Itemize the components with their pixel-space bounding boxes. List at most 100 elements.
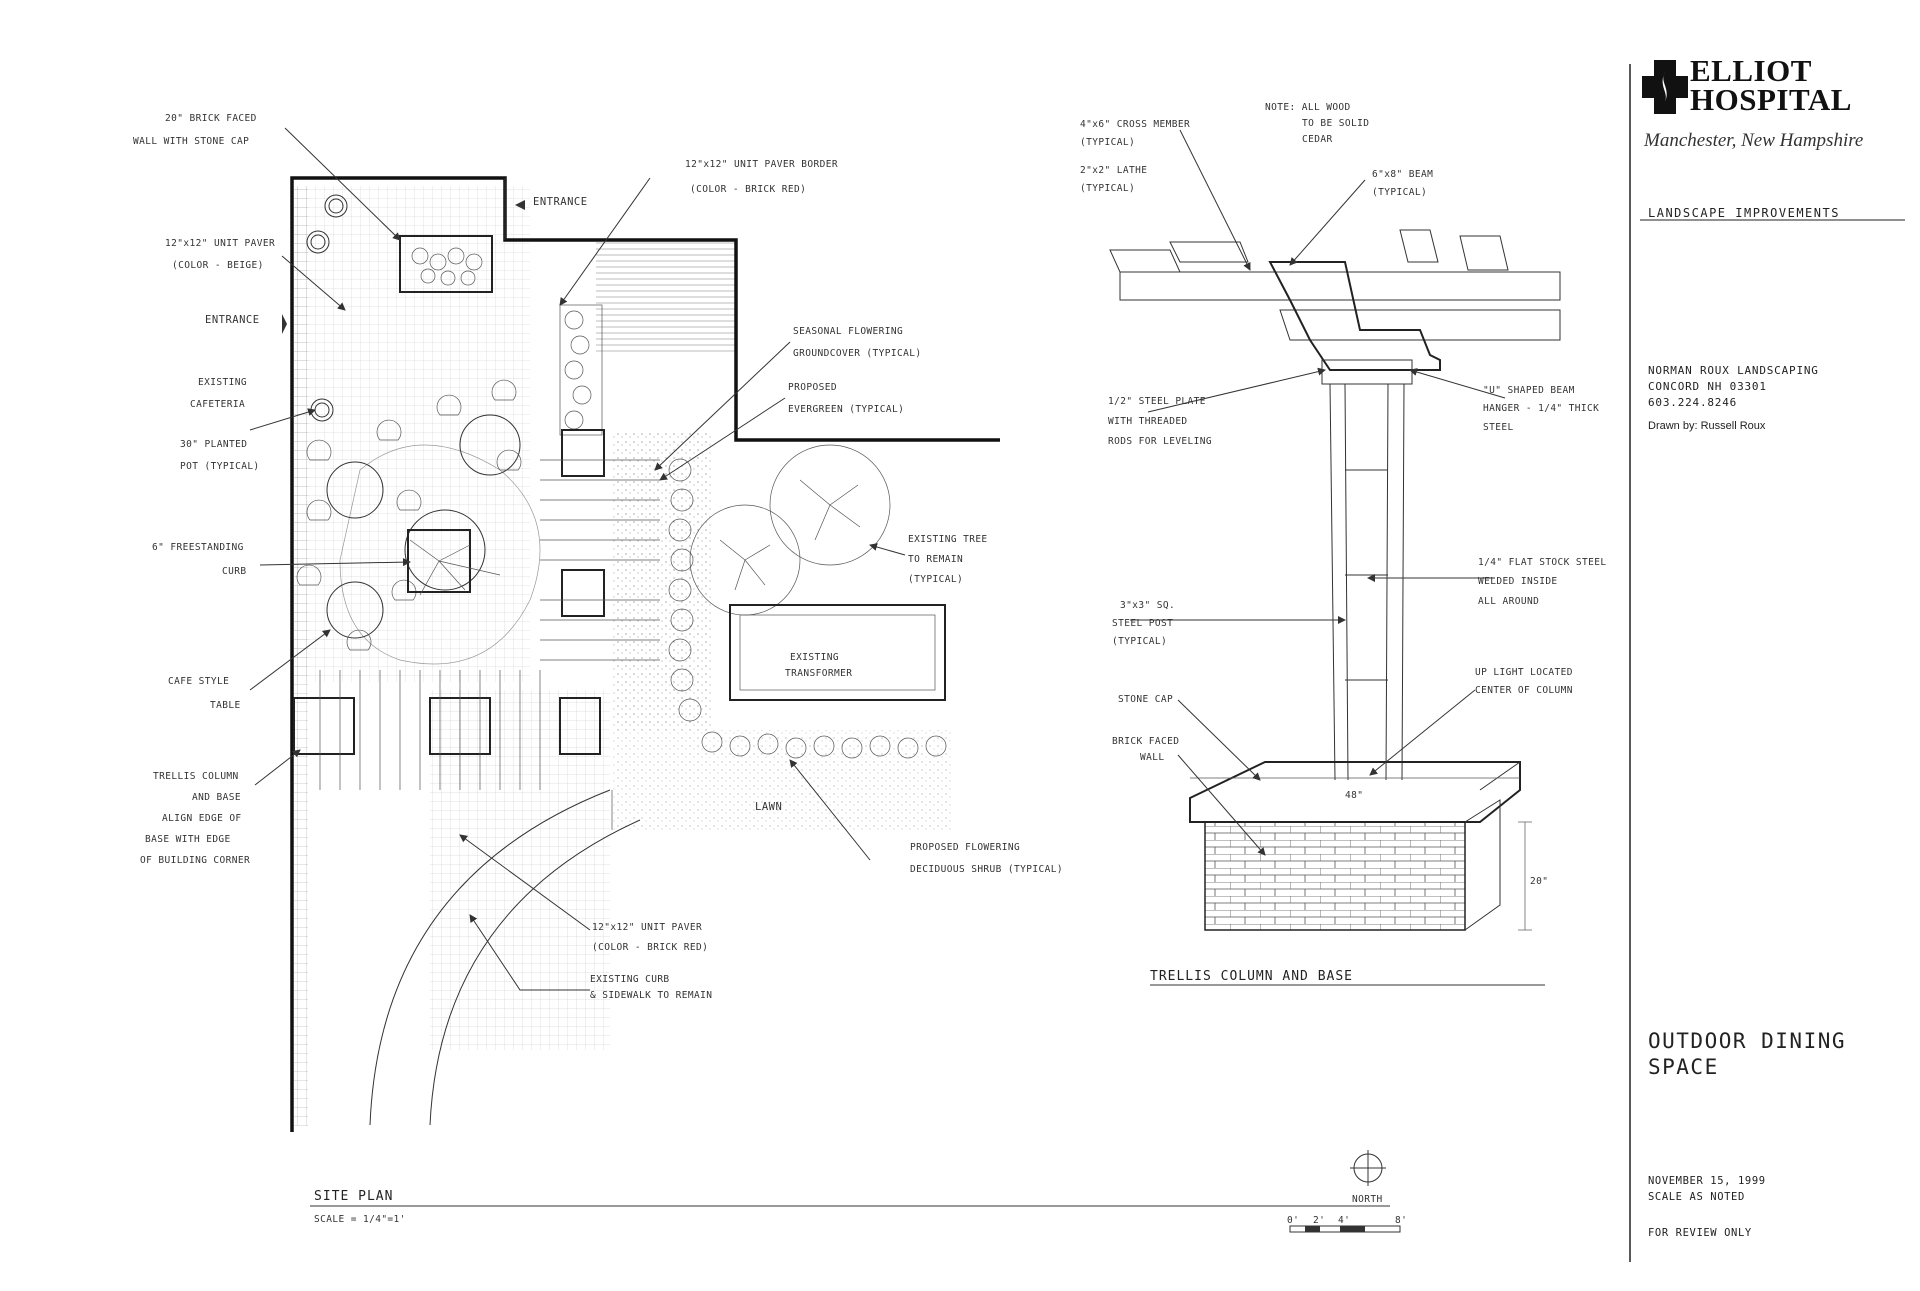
svg-text:6"x8" BEAM: 6"x8" BEAM xyxy=(1372,169,1433,180)
plan-leaders xyxy=(249,127,906,991)
svg-text:(COLOR - BRICK RED): (COLOR - BRICK RED) xyxy=(690,184,806,195)
groundcover-bed xyxy=(612,430,712,730)
svg-text:SITE PLAN: SITE PLAN xyxy=(314,1189,393,1204)
svg-text:STEEL: STEEL xyxy=(1483,422,1514,433)
svg-text:2': 2' xyxy=(1313,1215,1325,1226)
svg-text:EXISTING: EXISTING xyxy=(198,377,247,388)
stone-cap xyxy=(1189,761,1521,823)
svg-text:BRICK FACED: BRICK FACED xyxy=(1112,736,1179,747)
svg-text:ENTRANCE: ENTRANCE xyxy=(205,314,260,326)
svg-text:EVERGREEN (TYPICAL): EVERGREEN (TYPICAL) xyxy=(788,404,904,415)
trellis-beam xyxy=(1268,261,1441,371)
svg-text:DECIDUOUS SHRUB (TYPICAL): DECIDUOUS SHRUB (TYPICAL) xyxy=(910,864,1063,875)
svg-text:12"x12" UNIT PAVER: 12"x12" UNIT PAVER xyxy=(165,238,275,249)
svg-text:(TYPICAL): (TYPICAL) xyxy=(908,574,963,585)
svg-text:WALL WITH STONE CAP: WALL WITH STONE CAP xyxy=(133,136,249,147)
svg-text:GROUNDCOVER (TYPICAL): GROUNDCOVER (TYPICAL) xyxy=(793,348,922,359)
project-title: LANDSCAPE IMPROVEMENTS xyxy=(1648,206,1840,220)
svg-text:(TYPICAL): (TYPICAL) xyxy=(1372,187,1427,198)
svg-text:TABLE: TABLE xyxy=(210,700,241,711)
svg-text:CAFE STYLE: CAFE STYLE xyxy=(168,676,229,687)
svg-text:UP LIGHT LOCATED: UP LIGHT LOCATED xyxy=(1475,667,1573,678)
svg-text:(TYPICAL): (TYPICAL) xyxy=(1080,137,1135,148)
sheet-title: OUTDOOR DINING SPACE xyxy=(1648,1029,1847,1079)
svg-text:1/2" STEEL PLATE: 1/2" STEEL PLATE xyxy=(1108,396,1206,407)
firm-name: NORMAN ROUX LANDSCAPING xyxy=(1648,364,1819,377)
title-block: ELLIOT HOSPITAL Manchester, New Hampshir… xyxy=(1630,0,1920,1291)
svg-text:EXISTING CURB: EXISTING CURB xyxy=(590,974,670,985)
svg-text:STONE CAP: STONE CAP xyxy=(1118,694,1173,705)
svg-text:NOTE: ALL WOOD: NOTE: ALL WOOD xyxy=(1265,102,1351,113)
evergreen-column xyxy=(559,304,603,436)
detail-labels: NOTE: ALL WOOD TO BE SOLID CEDAR 4"x6" C… xyxy=(1080,102,1607,984)
svg-text:TO BE SOLID: TO BE SOLID xyxy=(1302,118,1369,129)
existing-transformer xyxy=(729,604,946,701)
north-arrow xyxy=(1350,1150,1386,1186)
entrance-marker-left xyxy=(282,314,287,334)
svg-text:(TYPICAL): (TYPICAL) xyxy=(1080,183,1135,194)
scale-note: SCALE AS NOTED xyxy=(1648,1191,1745,1203)
firm-phone: 603.224.8246 xyxy=(1648,396,1738,409)
svg-text:STEEL POST: STEEL POST xyxy=(1112,618,1173,629)
planted-pots xyxy=(306,194,348,422)
svg-text:OF BUILDING CORNER: OF BUILDING CORNER xyxy=(140,855,250,866)
existing-trees xyxy=(689,444,891,616)
svg-text:LAWN: LAWN xyxy=(755,801,782,813)
svg-text:12"x12" UNIT PAVER BORDER: 12"x12" UNIT PAVER BORDER xyxy=(685,159,838,170)
svg-text:POT (TYPICAL): POT (TYPICAL) xyxy=(180,461,260,472)
svg-text:ALL AROUND: ALL AROUND xyxy=(1478,596,1539,607)
svg-text:"U" SHAPED BEAM: "U" SHAPED BEAM xyxy=(1483,385,1575,396)
beige-paver-area xyxy=(294,186,530,682)
trellis-detail: NOTE: ALL WOOD TO BE SOLID CEDAR 4"x6" C… xyxy=(1080,102,1607,986)
existing-curb xyxy=(369,789,611,1126)
svg-text:30" PLANTED: 30" PLANTED xyxy=(180,439,247,450)
svg-text:1/4" FLAT STOCK STEEL: 1/4" FLAT STOCK STEEL xyxy=(1478,557,1607,568)
svg-text:SEASONAL FLOWERING: SEASONAL FLOWERING xyxy=(793,326,903,337)
drawn-by: Drawn by: Russell Roux xyxy=(1648,420,1766,432)
svg-text:2"x2" LATHE: 2"x2" LATHE xyxy=(1080,165,1147,176)
svg-text:4': 4' xyxy=(1338,1215,1350,1226)
tree-canopy-outline xyxy=(339,444,541,665)
svg-text:ALIGN EDGE OF: ALIGN EDGE OF xyxy=(162,813,242,824)
svg-text:HANGER - 1/4" THICK: HANGER - 1/4" THICK xyxy=(1483,403,1599,414)
svg-text:EXISTING: EXISTING xyxy=(790,652,839,663)
svg-text:BASE WITH EDGE: BASE WITH EDGE xyxy=(145,834,231,845)
drawing-date: NOVEMBER 15, 1999 xyxy=(1648,1175,1766,1187)
plan-labels: 20" BRICK FACED WALL WITH STONE CAP ENTR… xyxy=(133,113,1407,1226)
svg-text:(TYPICAL): (TYPICAL) xyxy=(1112,636,1167,647)
site-plan: 20" BRICK FACED WALL WITH STONE CAP ENTR… xyxy=(133,113,1407,1233)
svg-text:8': 8' xyxy=(1395,1215,1407,1226)
lawn-area xyxy=(612,730,952,830)
svg-text:12"x12" UNIT PAVER: 12"x12" UNIT PAVER xyxy=(592,922,702,933)
firm-city: CONCORD NH 03301 xyxy=(1648,380,1767,393)
svg-text:EXISTING TREE: EXISTING TREE xyxy=(908,534,988,545)
svg-text:ENTRANCE: ENTRANCE xyxy=(533,196,588,208)
svg-text:TRELLIS COLUMN AND BASE: TRELLIS COLUMN AND BASE xyxy=(1150,969,1353,984)
svg-text:0': 0' xyxy=(1287,1215,1299,1226)
svg-text:WELDED INSIDE: WELDED INSIDE xyxy=(1478,576,1558,587)
svg-text:CURB: CURB xyxy=(222,566,246,577)
svg-text:20": 20" xyxy=(1530,876,1548,887)
svg-text:WALL: WALL xyxy=(1140,752,1164,763)
entrance-marker-top xyxy=(515,200,525,210)
cafe-tables xyxy=(326,414,521,639)
hospital-logo-icon xyxy=(1642,60,1688,114)
svg-text:(COLOR - BRICK RED): (COLOR - BRICK RED) xyxy=(592,942,708,953)
svg-text:20" BRICK FACED: 20" BRICK FACED xyxy=(165,113,257,124)
bar-scale xyxy=(1289,1225,1401,1233)
brick-wall-planter xyxy=(399,235,493,293)
hospital-location: Manchester, New Hampshire xyxy=(1644,130,1864,151)
cafe-chairs xyxy=(296,379,522,651)
hospital-name: ELLIOT HOSPITAL xyxy=(1690,53,1852,117)
trellis-cross-members xyxy=(1119,271,1561,341)
svg-text:TRANSFORMER: TRANSFORMER xyxy=(785,668,852,679)
svg-text:48": 48" xyxy=(1345,790,1363,801)
svg-text:CEDAR: CEDAR xyxy=(1302,134,1333,145)
svg-text:(COLOR - BEIGE): (COLOR - BEIGE) xyxy=(172,260,264,271)
svg-text:3"x3" SQ.: 3"x3" SQ. xyxy=(1120,600,1175,611)
evergreen-shrub-row xyxy=(668,458,702,722)
svg-text:4"x6" CROSS MEMBER: 4"x6" CROSS MEMBER xyxy=(1080,119,1190,130)
detail-leaders xyxy=(1130,129,1506,856)
review-note: FOR REVIEW ONLY xyxy=(1648,1227,1752,1239)
